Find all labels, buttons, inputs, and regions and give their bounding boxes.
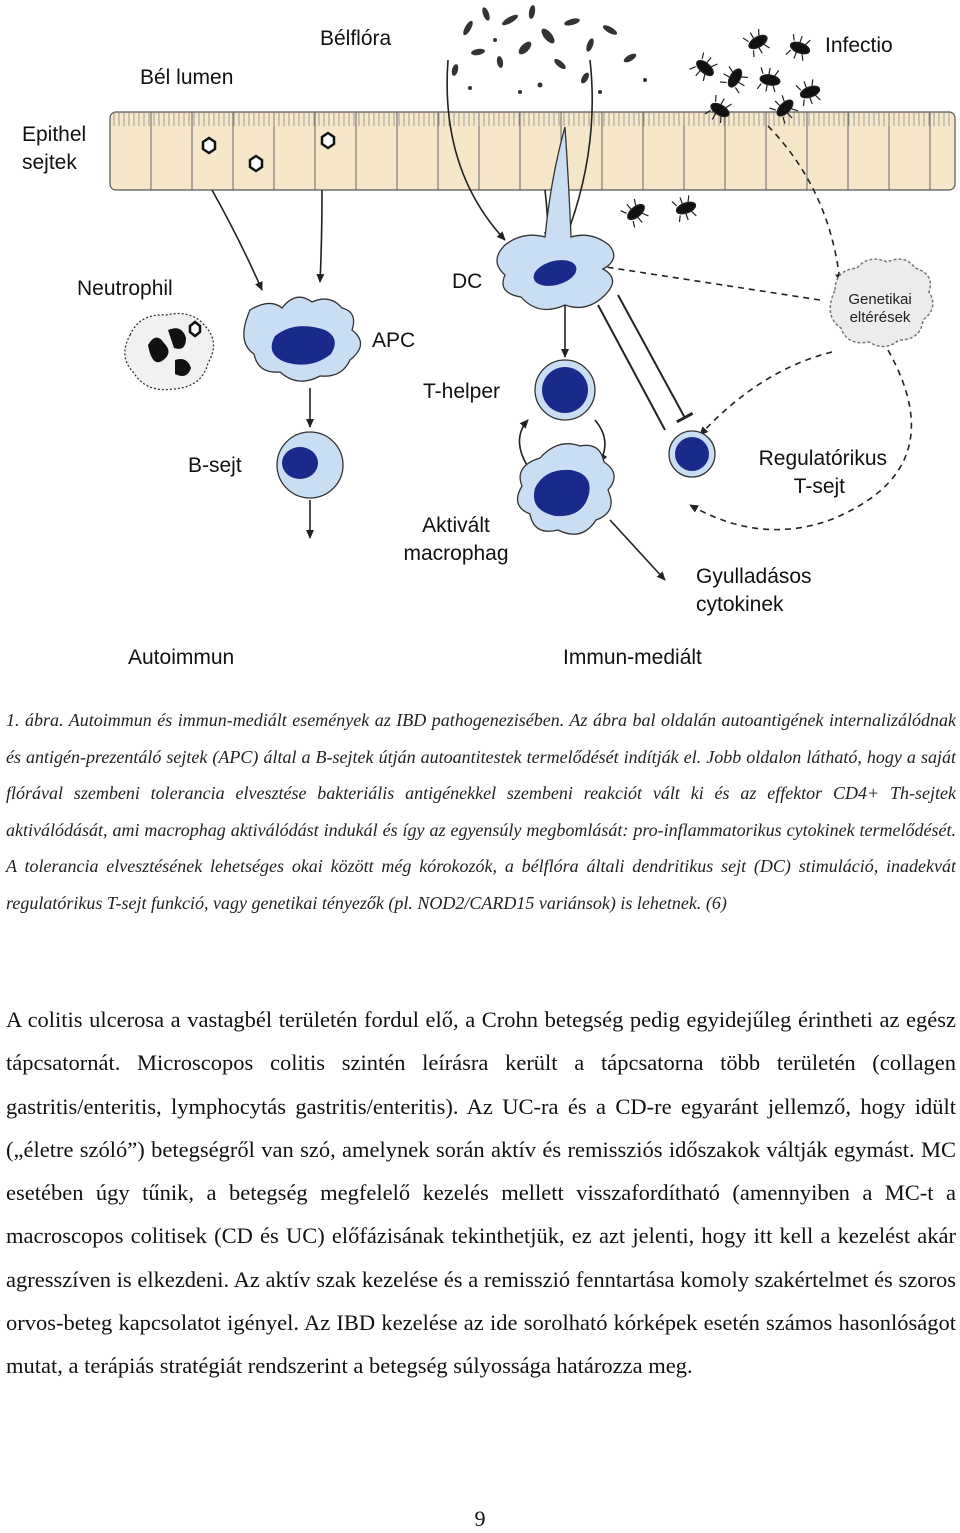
label-infectio: Infectio [825,34,893,57]
b-cell [276,431,344,499]
label-dc: DC [452,270,482,293]
label-gyulladasos: Gyulladásos [696,565,812,588]
label-neutrophil: Neutrophil [77,277,173,300]
label-elteresek: eltérések [850,309,911,326]
label-aktivalt: Aktivált [422,514,490,537]
t-helper-cell [534,359,596,421]
label-bel-lumen: Bél lumen [140,66,233,89]
pathogen-bacteria [620,28,821,228]
page-number: 9 [474,1506,486,1531]
ibd-pathogenesis-figure: Bél lumen Bélflóra Infectio Epithel sejt… [22,5,956,669]
label-t-helper: T-helper [423,380,500,403]
label-immun-medialt: Immun-mediált [563,646,702,669]
genetic-alterations-cloud [829,258,934,348]
apc-cell [243,296,362,382]
figure-caption: 1. ábra. Autoimmun és immun-mediált esem… [6,710,956,913]
label-genetikai: Genetikai [848,291,911,308]
label-belflora: Bélflóra [320,27,392,50]
regulatory-t-cell [668,430,716,478]
neutrophil-cell [124,312,263,391]
label-sejtek: sejtek [22,151,77,174]
label-regulatorikus: Regulatórikus [759,447,887,470]
label-b-sejt: B-sejt [188,454,242,477]
label-autoimmun: Autoimmun [128,646,234,669]
label-cytokinek: cytokinek [696,593,784,616]
body-paragraph: A colitis ulcerosa a vastagbél területén… [6,1007,956,1379]
dendritic-cell [496,126,615,311]
label-macrophag: macrophag [403,542,508,565]
activated-macrophage [516,443,615,535]
flora-bacteria [451,5,647,94]
label-apc: APC [372,329,415,352]
label-t-sejt: T-sejt [794,475,846,498]
epithelial-cell-dividers [113,112,950,190]
label-epithel: Epithel [22,123,86,146]
figure-labels: Bél lumen Bélflóra Infectio Epithel sejt… [22,27,912,669]
autoantigen-markers [201,131,336,173]
epithelium-layer [109,111,956,191]
